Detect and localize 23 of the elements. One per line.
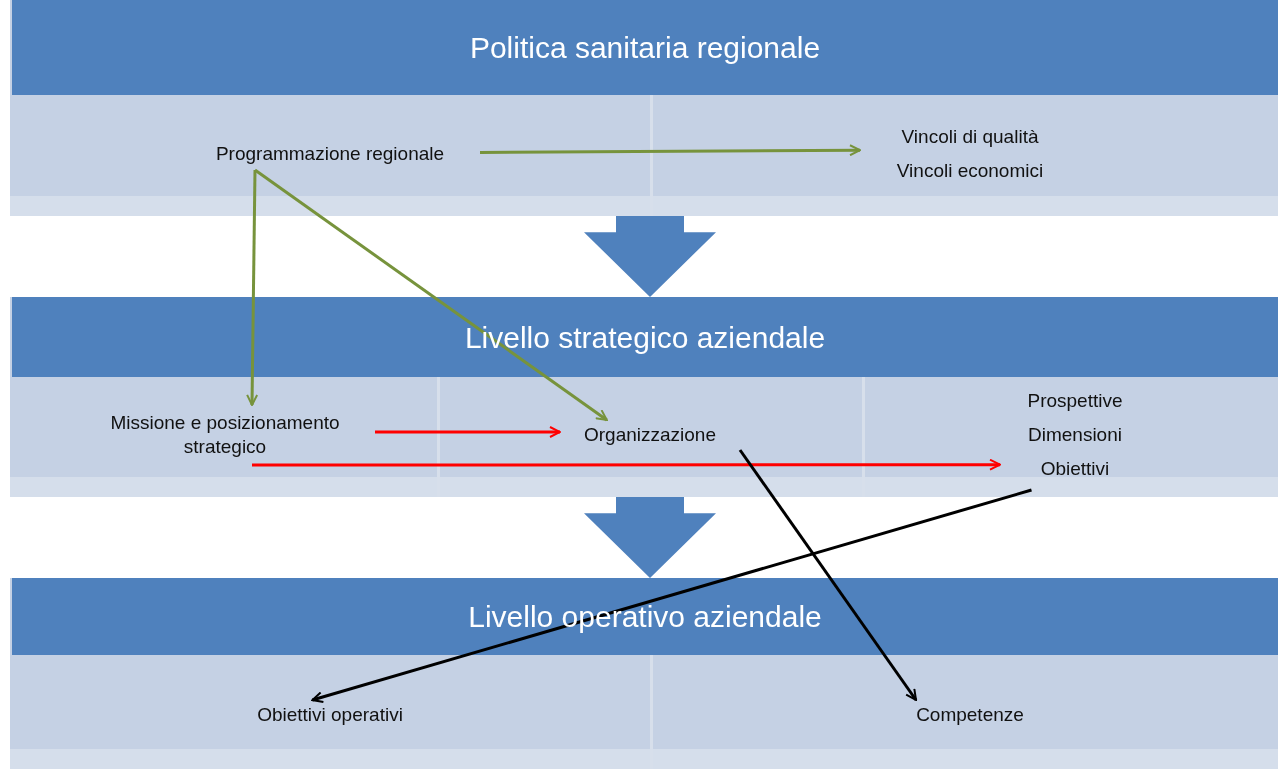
node-text: Organizzazione [584, 423, 716, 447]
node-text: Obiettivi [1040, 456, 1110, 481]
arrow [311, 488, 1032, 703]
down-arrow [584, 497, 716, 578]
arrow [738, 449, 918, 701]
header-bar: Politica sanitaria regionale [12, 0, 1278, 95]
node-text: Obiettivi operativi [257, 703, 403, 727]
node-text: Vincoli economici [896, 159, 1044, 183]
node-text: Competenze [916, 703, 1024, 727]
section-band [10, 578, 1278, 769]
arrow [254, 168, 608, 422]
node-text: Prospettive [1027, 389, 1123, 414]
node-text: Vincoli di qualità [901, 125, 1039, 149]
node-text: Missione e posizionamento strategico [109, 411, 341, 459]
down-arrow [584, 216, 716, 297]
arrow [252, 458, 1001, 471]
section-band [10, 0, 1278, 216]
arrow [246, 169, 259, 406]
node-text: Dimensioni [1028, 423, 1122, 447]
arrow [480, 144, 861, 157]
section-band [10, 297, 1278, 497]
node-text: Programmazione regionale [215, 142, 445, 166]
arrow [375, 426, 561, 438]
